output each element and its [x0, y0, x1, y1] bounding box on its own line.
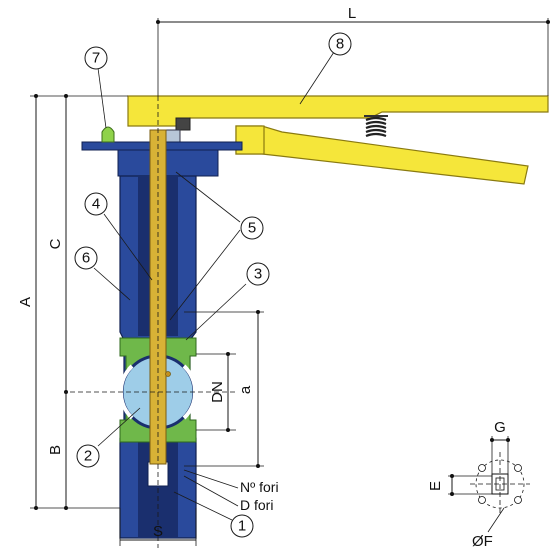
- callout-4: 4: [84, 192, 108, 216]
- svg-text:4: 4: [92, 196, 100, 213]
- dimension-B: B: [47, 392, 68, 510]
- dimension-a: a: [184, 310, 264, 468]
- label-holes-count: Nº fori: [240, 479, 279, 495]
- label-OF: ØF: [472, 533, 493, 548]
- label-L: L: [348, 5, 356, 22]
- callout-7: 7: [84, 46, 108, 70]
- label-S: S: [153, 523, 163, 540]
- callout-5: 5: [240, 216, 264, 240]
- dimension-S: S: [119, 508, 197, 546]
- dimension-L: L: [156, 5, 550, 96]
- label-holes-diameter: D fori: [240, 497, 273, 513]
- label-DN: DN: [209, 381, 226, 403]
- svg-text:7: 7: [92, 50, 100, 67]
- lever-upper-arm: [127, 95, 549, 127]
- callout-8: 8: [328, 32, 352, 56]
- dimension-C: C: [47, 94, 68, 394]
- label-E: E: [427, 481, 444, 491]
- spring: [364, 115, 388, 138]
- svg-text:2: 2: [84, 448, 92, 465]
- svg-text:6: 6: [82, 250, 90, 267]
- callout-3: 3: [246, 262, 270, 286]
- dimension-DN: DN: [196, 352, 236, 432]
- flange-detail: G E ØF: [427, 419, 530, 548]
- dimension-A: A: [17, 94, 128, 510]
- label-B: B: [47, 445, 64, 455]
- callout-1: 1: [230, 514, 254, 538]
- svg-text:1: 1: [238, 518, 246, 535]
- label-a: a: [237, 385, 254, 394]
- label-C: C: [47, 238, 64, 249]
- svg-text:5: 5: [248, 220, 256, 237]
- label-G: G: [494, 419, 506, 436]
- callout-2: 2: [76, 444, 100, 468]
- svg-text:8: 8: [336, 36, 344, 53]
- lever-pivot: [175, 117, 191, 131]
- holes-note: Nº fori D fori: [183, 469, 279, 513]
- svg-text:3: 3: [254, 266, 262, 283]
- callout-6: 6: [74, 246, 98, 270]
- position-indicator: [101, 126, 115, 143]
- label-A: A: [17, 297, 34, 307]
- callout-leaders: [93, 51, 335, 521]
- lever-handle: [127, 95, 549, 185]
